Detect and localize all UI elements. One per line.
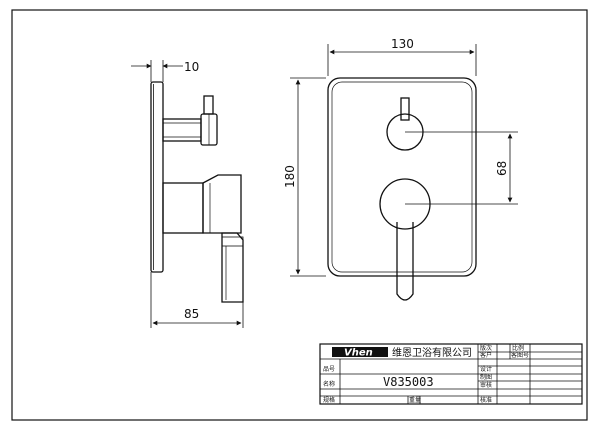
cell-design: 设计	[480, 365, 492, 373]
cell-draw: 制图	[480, 373, 492, 381]
front-plate	[327, 77, 477, 277]
dim-depth: 85	[184, 307, 199, 321]
dim-plate-height: 180	[283, 165, 297, 188]
vhen-logo-text: Vhen	[344, 348, 373, 359]
cell-review: 审核	[480, 381, 492, 389]
cell-customer-no: 客图号	[511, 351, 529, 359]
dim-spacing: 68	[495, 161, 509, 176]
front-view	[327, 77, 477, 301]
side-lever-arm	[221, 232, 244, 303]
cell-approve: 核准	[480, 396, 492, 404]
cell-scale: 比例	[512, 344, 524, 352]
side-lower-body	[202, 174, 242, 234]
company-name: 维恩卫浴有限公司	[392, 346, 472, 359]
dim-plate-width: 130	[391, 37, 414, 51]
dim-top-width: 10	[184, 60, 199, 74]
side-lower-base	[162, 182, 204, 234]
front-lever	[396, 222, 414, 301]
side-view	[150, 81, 244, 303]
cell-spec: 规格	[323, 396, 335, 404]
cell-version: 版次	[480, 344, 492, 352]
cell-name: 名称	[323, 380, 335, 388]
cell-weight: 重量	[409, 396, 421, 404]
front-top-lever	[400, 97, 410, 121]
side-wall-plate	[150, 81, 164, 273]
model-number: V835003	[383, 375, 434, 389]
side-upper-stem	[162, 118, 202, 142]
side-dimensions	[131, 60, 244, 328]
cell-drawing-no: 品号	[323, 366, 335, 373]
drawing-border	[11, 9, 588, 421]
side-upper-lever	[203, 95, 214, 115]
cell-customer: 客户	[480, 351, 492, 359]
front-dimensions	[290, 44, 518, 277]
vhen-logo	[332, 347, 388, 357]
title-block	[319, 343, 583, 405]
